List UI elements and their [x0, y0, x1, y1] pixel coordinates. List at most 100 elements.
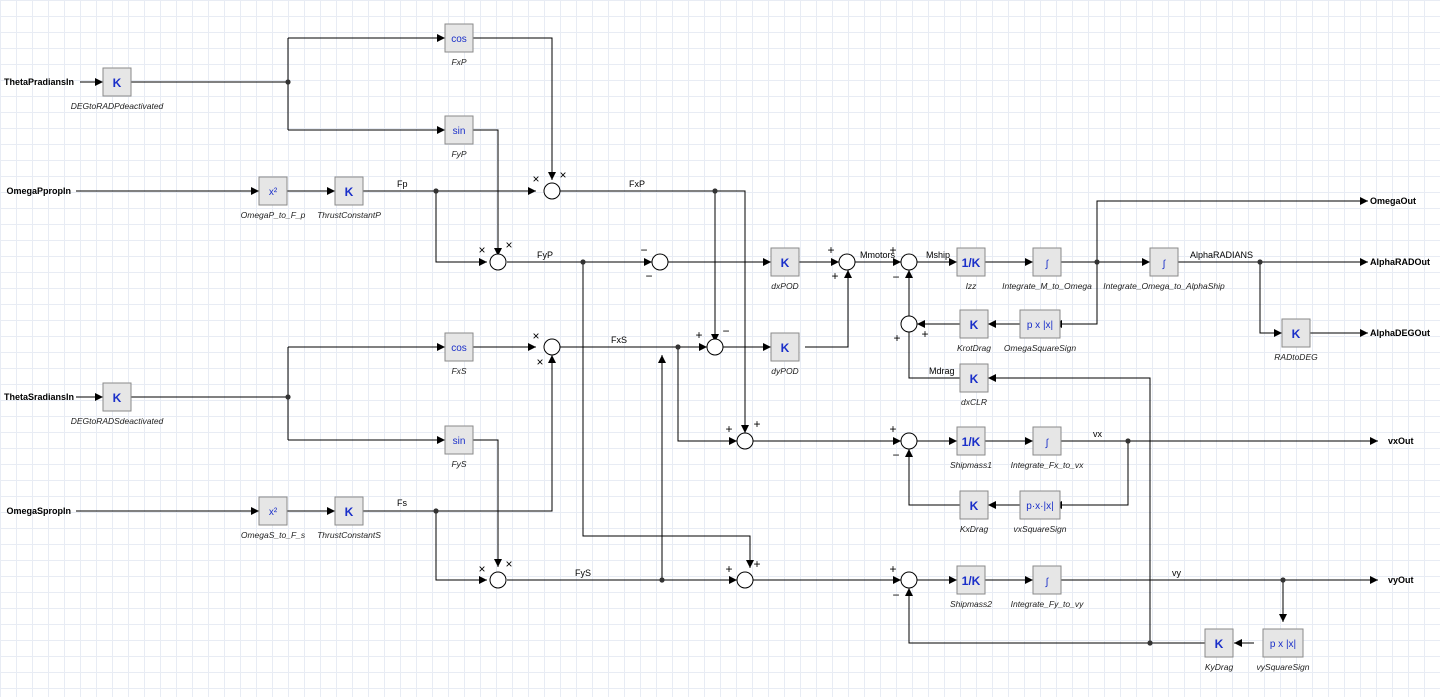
block-body	[334, 496, 364, 526]
block-vysq[interactable]: p x |x|vySquareSign	[1257, 628, 1310, 672]
block-body	[770, 247, 800, 277]
arrowhead	[528, 343, 536, 351]
sum-junction-fxs[interactable]: +−	[695, 324, 730, 356]
junction-dot	[433, 188, 439, 194]
output-omegaOut[interactable]: OmegaOut	[1370, 196, 1416, 206]
product-junction-fyp[interactable]: ××	[478, 238, 513, 271]
input-omegaS[interactable]: OmegaSpropIn	[6, 506, 71, 516]
arrowhead	[746, 560, 754, 568]
junction-circle	[736, 571, 754, 589]
block-label: DEGtoRADPdeactivated	[71, 101, 164, 111]
arrowhead	[479, 258, 487, 266]
arrowhead	[327, 187, 335, 195]
product-junction-fxp[interactable]: ××	[532, 168, 567, 200]
sum-junction-vy[interactable]: +−	[889, 562, 918, 602]
signal-wire	[473, 37, 553, 180]
block-label: OmegaP_to_F_p	[241, 210, 306, 220]
arrowhead	[831, 258, 839, 266]
product-junction-fys[interactable]: ××	[478, 557, 513, 589]
input-thetaS[interactable]: ThetaSradiansIn	[4, 392, 74, 402]
sum-junction-fyp[interactable]: −−	[640, 243, 669, 283]
times-sign: ×	[532, 329, 539, 343]
block-body	[444, 332, 474, 362]
block-osq[interactable]: p x |x|OmegaSquareSign	[1004, 309, 1077, 353]
arrowhead	[479, 576, 487, 584]
block-glyph: sin	[453, 126, 466, 137]
input-thetaP[interactable]: ThetaPradiansIn	[4, 77, 74, 87]
plus-sign: +	[889, 422, 896, 436]
block-glyph: x²	[269, 187, 278, 198]
arrowhead	[548, 172, 556, 180]
signal-label-fys: FyS	[575, 568, 591, 578]
input-omegaP[interactable]: OmegaPpropIn	[6, 186, 71, 196]
block-label: dyPOD	[771, 366, 798, 376]
block-intM[interactable]: ∫Integrate_M_to_Omega	[1002, 247, 1092, 291]
sum-junction-fx[interactable]: ++	[725, 417, 761, 450]
block-glyph: 1/K	[962, 256, 981, 270]
output-vxOut[interactable]: vxOut	[1388, 436, 1414, 446]
arrowhead	[437, 34, 445, 42]
block-glyph: K	[113, 76, 122, 90]
block-glyph: K	[970, 372, 979, 386]
arrowhead	[988, 501, 996, 509]
block-intFy[interactable]: ∫Integrate_Fy_to_vy	[1011, 565, 1085, 609]
arrowhead	[949, 437, 957, 445]
block-label: Integrate_Fy_to_vy	[1011, 599, 1085, 609]
times-sign: ×	[478, 243, 485, 257]
output-vyOut[interactable]: vyOut	[1388, 575, 1414, 585]
sum-junction-fy[interactable]: ++	[725, 557, 761, 589]
product-junction-fxs[interactable]: ××	[532, 329, 561, 369]
block-vxsq[interactable]: p·x·|x|vxSquareSign	[1014, 490, 1067, 534]
arrowhead	[905, 270, 913, 278]
sum-junction-mmotors[interactable]: ++	[827, 243, 856, 283]
block-sqP[interactable]: x² OmegaP_to_F_p	[241, 176, 306, 220]
signal-wire	[1054, 262, 1098, 325]
signal-label-mdrag: Mdrag	[929, 366, 955, 376]
block-intO[interactable]: ∫Integrate_Omega_to_AlphaShip	[1103, 247, 1225, 291]
junction-dot	[1280, 577, 1286, 583]
block-intFx[interactable]: ∫Integrate_Fx_to_vx	[1011, 426, 1085, 470]
sum-junction-mdrag[interactable]: ++	[893, 315, 929, 345]
plus-sign: +	[725, 562, 732, 576]
signal-wire	[908, 588, 1204, 644]
times-sign: ×	[532, 172, 539, 186]
signal-label-fyp: FyP	[537, 250, 553, 260]
arrowhead	[437, 343, 445, 351]
arrowhead	[251, 187, 259, 195]
block-label: RADtoDEG	[1274, 352, 1318, 362]
output-alphaRad[interactable]: AlphaRADOut	[1370, 257, 1430, 267]
signal-wire	[715, 190, 746, 433]
sum-junction-mship[interactable]: +−	[889, 243, 918, 284]
block-label: dxPOD	[771, 281, 798, 291]
block-label: Shipmass2	[950, 599, 992, 609]
plus-sign: +	[725, 422, 732, 436]
signal-wire	[582, 262, 751, 568]
arrowhead	[905, 449, 913, 457]
output-alphaDeg[interactable]: AlphaDEGOut	[1370, 328, 1430, 338]
minus-sign: −	[722, 324, 729, 338]
block-glyph: K	[345, 185, 354, 199]
junction-circle	[489, 253, 507, 271]
block-degP[interactable]: K DEGtoRADPdeactivated	[71, 67, 164, 111]
block-label: DEGtoRADSdeactivated	[71, 416, 164, 426]
sum-junction-vx[interactable]: +−	[889, 422, 918, 462]
